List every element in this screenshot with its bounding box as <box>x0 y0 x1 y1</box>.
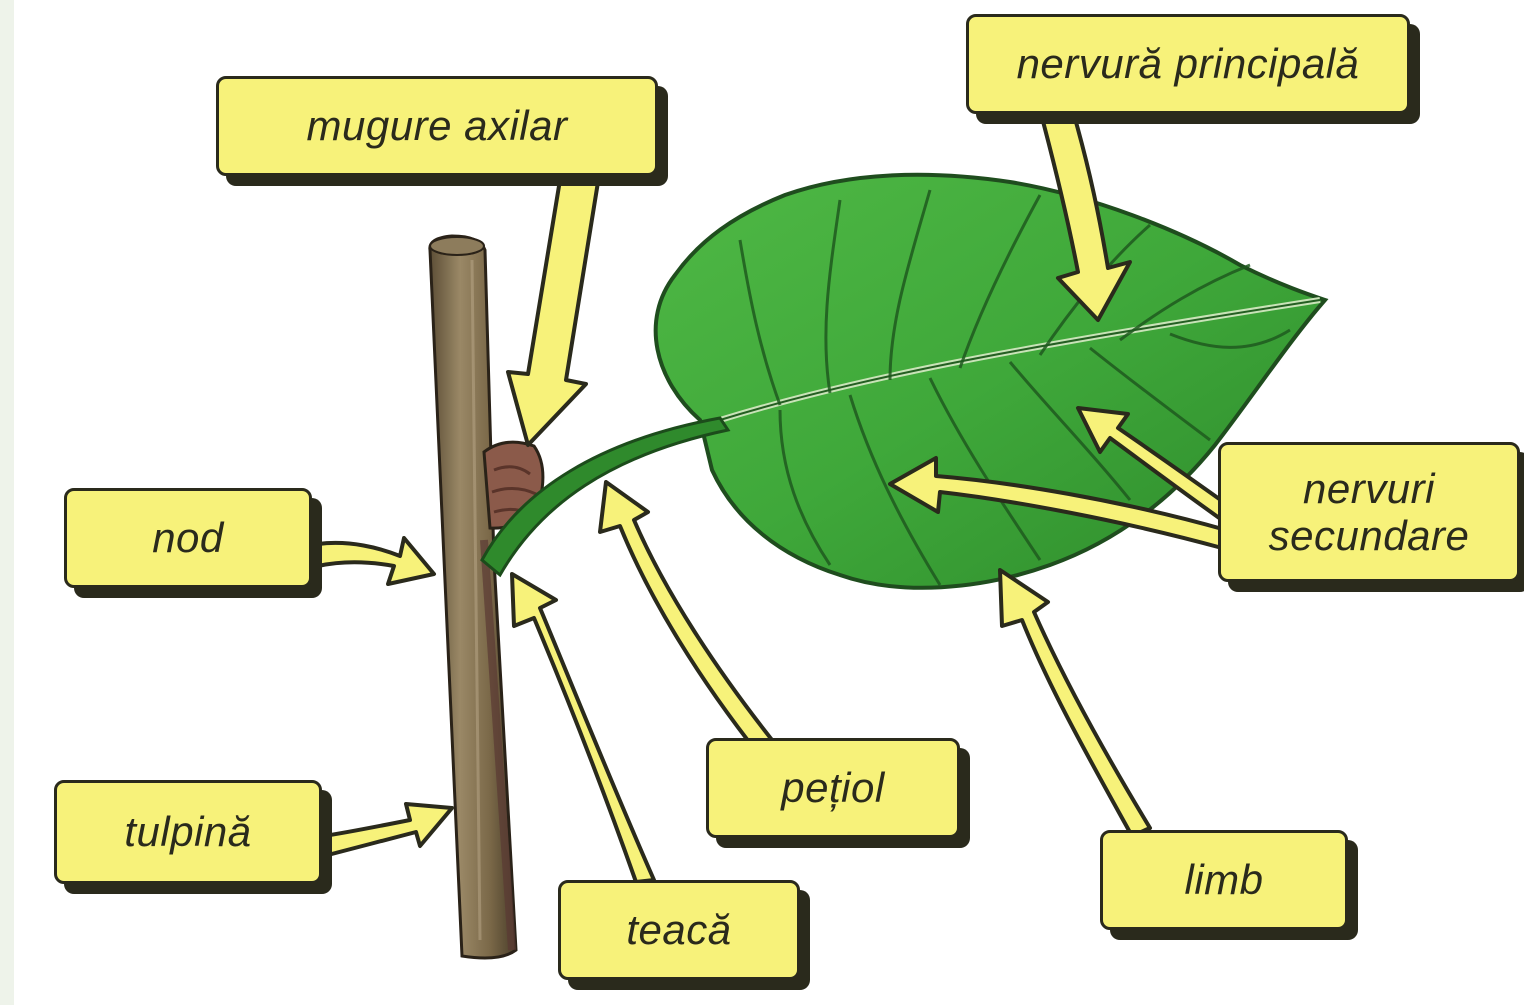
label-tulpina: tulpină <box>54 780 322 884</box>
arrow-teaca <box>512 574 654 882</box>
label-petiol: pețiol <box>706 738 960 838</box>
arrow-tulpina <box>324 804 452 856</box>
label-text: limb <box>1184 856 1263 903</box>
label-text-line1: nervuri <box>1303 465 1435 512</box>
label-text: mugure axilar <box>307 102 568 149</box>
label-teaca: teacă <box>558 880 800 980</box>
arrow-nod <box>318 538 434 584</box>
arrow-limb <box>1000 570 1150 836</box>
label-text-line2: secundare <box>1269 512 1470 559</box>
label-mugure-axilar: mugure axilar <box>216 76 658 176</box>
label-text: pețiol <box>781 764 884 811</box>
label-limb: limb <box>1100 830 1348 930</box>
arrow-mugure-axilar <box>508 180 598 445</box>
label-text: nervură principală <box>1017 40 1360 87</box>
label-text: nod <box>152 514 224 561</box>
label-nervuri-secundare: nervuri secundare <box>1218 442 1520 582</box>
label-nod: nod <box>64 488 312 588</box>
label-text: teacă <box>626 906 731 953</box>
stem <box>430 236 516 958</box>
label-nervura-principala: nervură principală <box>966 14 1410 114</box>
label-text: tulpină <box>124 808 251 855</box>
